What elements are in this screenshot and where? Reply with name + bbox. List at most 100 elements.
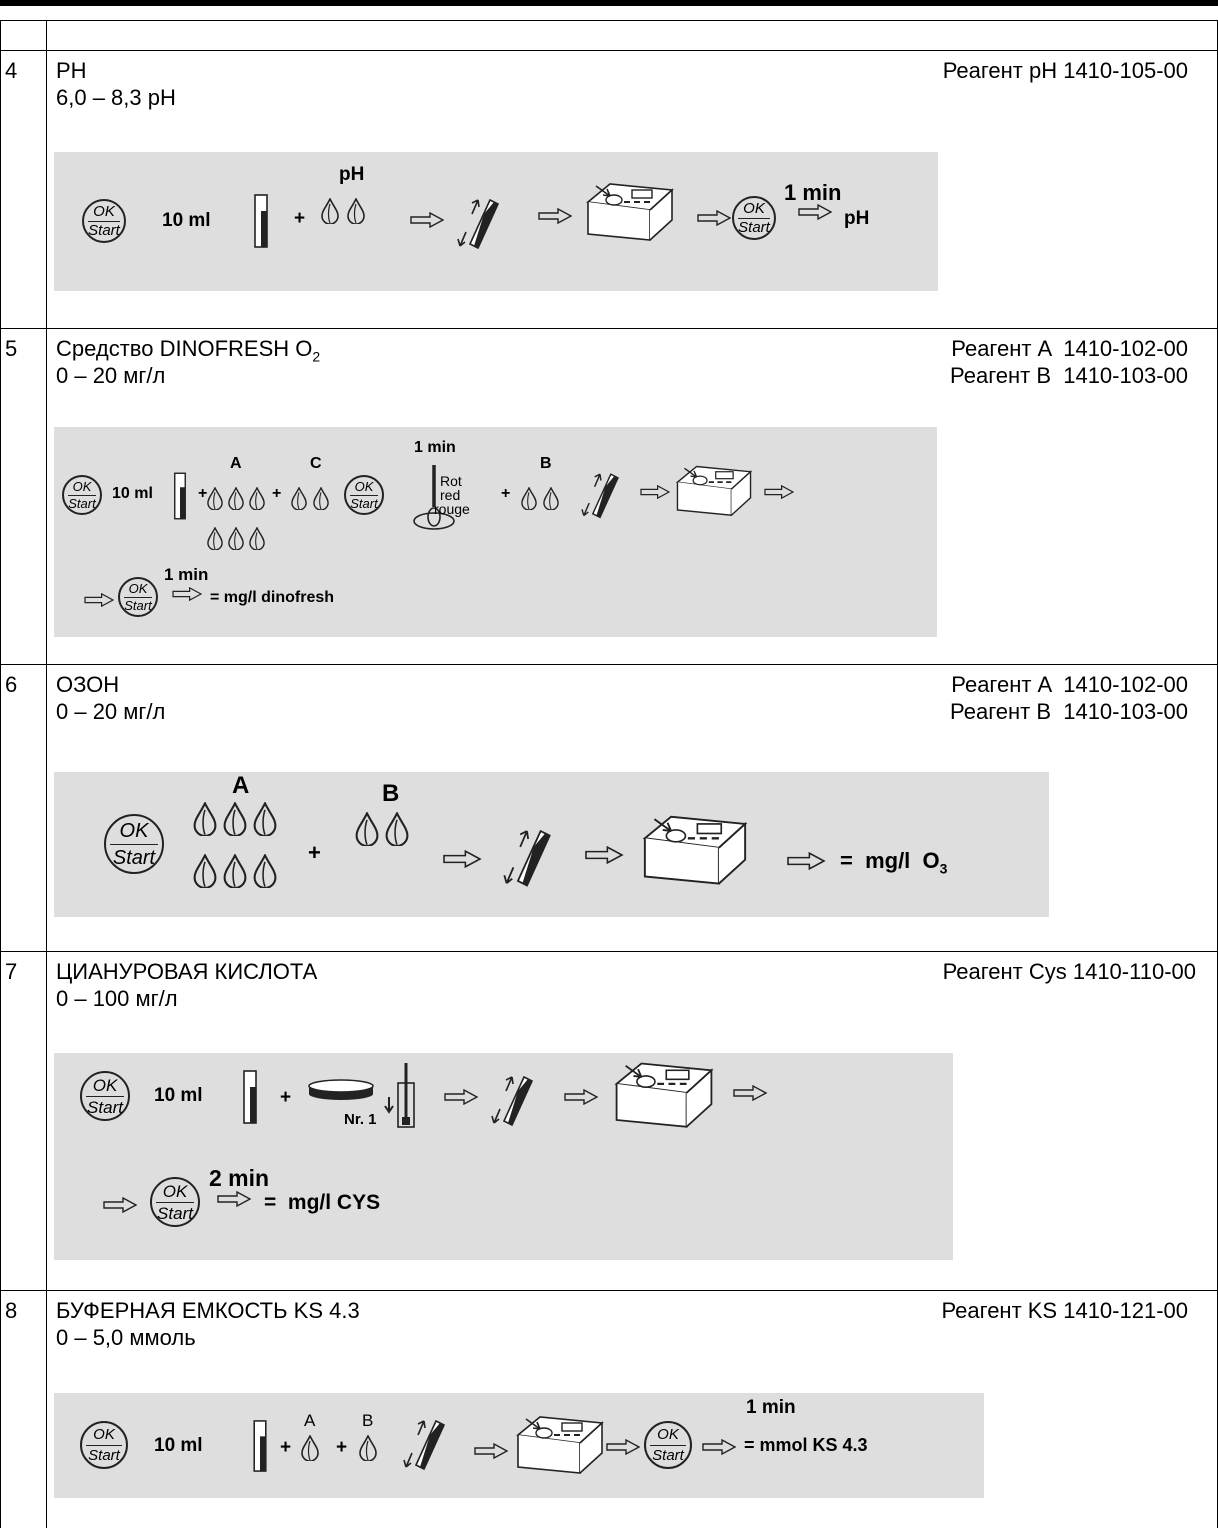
arrow-icon — [798, 204, 832, 220]
drop-icon — [252, 854, 278, 888]
drop-icon — [227, 487, 245, 510]
plus-label: + — [336, 1437, 348, 1458]
volume-label: 10 ml — [154, 1435, 203, 1456]
result-label: = mg/l O3 — [840, 848, 948, 877]
crusher-icon — [384, 1061, 424, 1131]
drop-icon — [206, 487, 224, 510]
row-title: Средство DINOFRESH O2 — [56, 336, 321, 365]
photometer-icon — [640, 812, 750, 886]
drop-icon — [192, 802, 218, 836]
shake-tube-icon — [502, 822, 552, 890]
plus-label: + — [198, 485, 208, 502]
row-divider — [0, 664, 1218, 665]
reagent-code: Реагент pH 1410-105-00 — [942, 58, 1188, 83]
time-label: 1 min — [746, 1397, 796, 1418]
test-tube-icon — [253, 192, 269, 250]
plus-label: + — [308, 840, 321, 865]
drop-icon — [248, 487, 266, 510]
arrow-icon — [410, 212, 444, 228]
reagent-b-label: B — [362, 1411, 374, 1430]
stir-label-red: red — [440, 487, 461, 503]
drop-icon — [290, 487, 308, 510]
row-number: 7 — [5, 959, 18, 984]
arrow-icon — [584, 846, 624, 864]
photometer-icon — [674, 463, 754, 517]
time-label: 1 min — [784, 180, 842, 205]
row-range: 0 – 100 мг/л — [56, 986, 178, 1011]
time-label: 1 min — [414, 439, 456, 456]
plus-label: + — [280, 1087, 292, 1108]
drop-reagent-label: pH — [339, 164, 365, 185]
shake-tube-icon — [490, 1069, 534, 1129]
result-label: = mg/l dinofresh — [210, 589, 335, 606]
time-label: 1 min — [164, 565, 209, 584]
arrow-icon — [172, 587, 202, 601]
shake-tube-icon — [580, 467, 620, 521]
row-title: ОЗОН — [56, 672, 120, 697]
row-divider — [0, 951, 1218, 952]
drop-icon — [542, 487, 560, 510]
row-number: 8 — [5, 1298, 18, 1323]
drop-icon — [206, 527, 224, 550]
row-title: ЦИАНУРОВАЯ КИСЛОТА — [56, 959, 318, 984]
row-number: 4 — [5, 58, 18, 83]
time-label: 2 min — [209, 1165, 270, 1191]
arrow-icon — [702, 1439, 736, 1455]
reagent-b-label: B — [382, 780, 400, 807]
drop-icon — [227, 527, 245, 550]
row-title: БУФЕРНАЯ ЕМКОСТЬ KS 4.3 — [56, 1298, 360, 1323]
plus-label: + — [272, 485, 282, 502]
volume-label: 10 ml — [154, 1085, 203, 1106]
row-number: 5 — [5, 336, 18, 361]
volume-label: 10 ml — [162, 210, 211, 231]
shake-tube-icon — [402, 1413, 446, 1473]
shake-tube-icon — [456, 192, 500, 252]
drop-icon — [222, 854, 248, 888]
reagent-b-label: B — [540, 455, 552, 472]
drop-icon — [384, 812, 410, 846]
result-label: = mmol KS 4.3 — [744, 1435, 868, 1455]
plus-label: + — [501, 485, 511, 502]
reagent-a-label: A — [304, 1411, 316, 1430]
result-label: = mg/l CYS — [264, 1191, 381, 1214]
arrow-icon — [100, 1197, 140, 1213]
row-title: PH — [56, 58, 87, 83]
tablet-icon — [306, 1077, 376, 1107]
reagent-code: Реагент A 1410-102-00 — [951, 336, 1188, 361]
tablet-label: Nr. 1 — [344, 1111, 377, 1128]
drop-icon — [520, 487, 538, 510]
top-rule — [0, 0, 1218, 6]
reagent-code: Реагент B 1410-103-00 — [950, 699, 1188, 724]
test-tube-icon — [173, 471, 187, 521]
arrow-icon — [730, 1085, 770, 1101]
drop-icon — [312, 487, 330, 510]
arrow-icon — [786, 852, 826, 870]
drop-icon — [222, 802, 248, 836]
drop-icon — [358, 1435, 378, 1461]
table-column-divider — [46, 20, 47, 1528]
drop-icon — [300, 1435, 320, 1461]
arrow-icon — [217, 1191, 251, 1207]
arrow-icon — [538, 208, 572, 224]
arrow-icon — [764, 485, 794, 499]
arrow-icon — [697, 210, 731, 226]
row-divider — [0, 328, 1218, 329]
drop-icon — [320, 198, 340, 224]
drop-icon — [354, 812, 380, 846]
test-tube-icon — [252, 1419, 268, 1473]
drop-icon — [192, 854, 218, 888]
arrow-icon — [640, 485, 670, 499]
